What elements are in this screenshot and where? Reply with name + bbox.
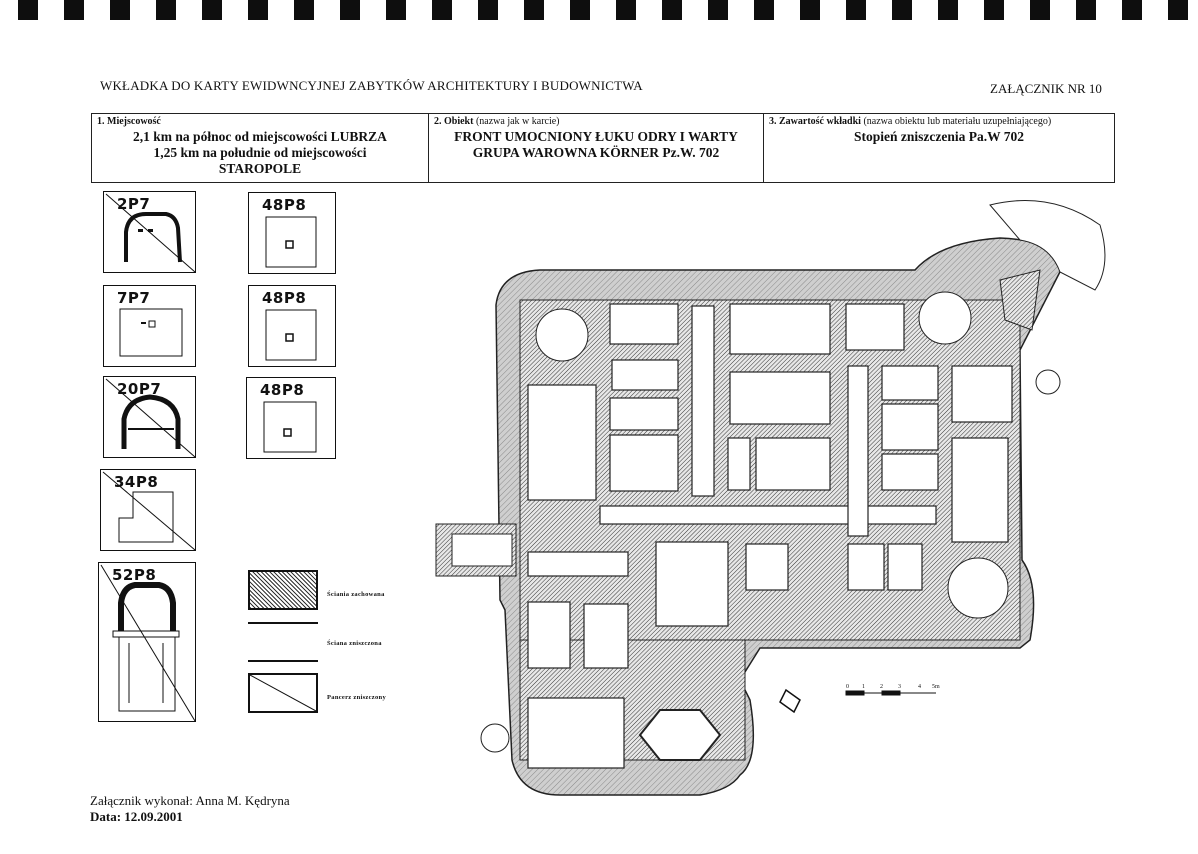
binder-hole (708, 0, 728, 20)
binder-hole (524, 0, 544, 20)
legend-label-armor: Pancerz zniszczony (327, 694, 387, 701)
code-48p8-c: 48P8 (260, 381, 305, 399)
binder-hole (800, 0, 820, 20)
profile-34p8-drawing (102, 471, 196, 551)
binder-hole (156, 0, 176, 20)
code-52p8: 52P8 (112, 566, 157, 584)
binder-hole (202, 0, 222, 20)
binder-hole (432, 0, 452, 20)
profile-48p8-b-drawing (265, 309, 317, 361)
element-box-48p8-a: 48P8 (248, 192, 336, 274)
binder-hole (1122, 0, 1142, 20)
legend-swatch-preserved (248, 570, 318, 610)
binder-hole (64, 0, 84, 20)
code-20p7: 20P7 (117, 380, 162, 398)
profile-48p8-a-drawing (265, 216, 317, 268)
binder-hole (478, 0, 498, 20)
attachment-number: ZAŁĄCZNIK NR 10 (990, 81, 1102, 96)
locality-line-1: 2,1 km na północ od miejscowości LUBRZA (133, 129, 387, 144)
info-table: 1. Miejscowość 2,1 km na północ od miejs… (91, 113, 1115, 183)
profile-7p7-drawing (119, 308, 183, 357)
element-box-2p7: 2P7 (103, 191, 196, 273)
profile-48p8-c-drawing (263, 401, 317, 453)
profile-20p7-drawing (105, 378, 196, 458)
content-line-1: Stopień zniszczenia Pa.W 702 (854, 129, 1024, 144)
binder-hole (754, 0, 774, 20)
document-title: WKŁADKA DO KARTY EWIDWNCYJNEJ ZABYTKÓW A… (100, 78, 643, 93)
binder-strip (0, 0, 1198, 20)
profile-2p7-drawing (105, 193, 196, 273)
object-line-2: GRUPA WAROWNA KÖRNER Pz.W. 702 (472, 145, 720, 160)
binder-hole (616, 0, 636, 20)
legend-label-preserved: Ściania zachowana (327, 591, 385, 598)
element-box-48p8-c: 48P8 (246, 377, 336, 459)
locality-label: 1. Miejscowość (97, 116, 161, 127)
element-box-7p7: 7P7 (103, 285, 196, 367)
binder-hole (294, 0, 314, 20)
element-box-34p8: 34P8 (100, 469, 196, 551)
binder-hole (1168, 0, 1188, 20)
content-label: 3. Zawartość wkładki (nazwa obiektu lub … (769, 116, 1052, 127)
footer: Załącznik wykonał: Anna M. Kędryna Data:… (90, 793, 290, 825)
locality-cell: 1. Miejscowość 2,1 km na północ od miejs… (92, 114, 429, 182)
binder-hole (984, 0, 1004, 20)
binder-hole (18, 0, 38, 20)
binder-hole (662, 0, 682, 20)
binder-hole (1076, 0, 1096, 20)
binder-hole (1030, 0, 1050, 20)
locality-line-3: STAROPOLE (218, 161, 302, 176)
date-line: Data: 12.09.2001 (90, 809, 183, 824)
content-cell: 3. Zawartość wkładki (nazwa obiektu lub … (764, 114, 1114, 182)
binder-hole (248, 0, 268, 20)
object-label: 2. Obiekt (nazwa jak w karcie) (434, 116, 560, 127)
legend-swatch-destroyed (248, 622, 318, 662)
binder-hole (110, 0, 130, 20)
object-line-1: FRONT UMOCNIONY ŁUKU ODRY I WARTY (454, 129, 738, 144)
binder-hole (570, 0, 590, 20)
binder-hole (892, 0, 912, 20)
binder-hole (938, 0, 958, 20)
object-cell: 2. Obiekt (nazwa jak w karcie) FRONT UMO… (429, 114, 764, 182)
legend-swatch-armor (248, 673, 318, 713)
binder-hole (386, 0, 406, 20)
code-7p7: 7P7 (117, 289, 151, 307)
author-line: Załącznik wykonał: Anna M. Kędryna (90, 793, 290, 808)
scale-bar (845, 690, 936, 696)
element-box-20p7: 20P7 (103, 376, 196, 458)
element-box-48p8-b: 48P8 (248, 285, 336, 367)
code-48p8-a: 48P8 (262, 196, 307, 214)
code-48p8-b: 48P8 (262, 289, 307, 307)
legend-label-destroyed: Ściana zniszczona (327, 640, 382, 647)
north-arrow-icon (779, 688, 801, 714)
element-box-52p8: 52P8 (98, 562, 196, 722)
code-2p7: 2P7 (117, 195, 151, 213)
binder-hole (340, 0, 360, 20)
locality-line-2: 1,25 km na południe od miejscowości (153, 145, 367, 160)
code-34p8: 34P8 (114, 473, 159, 491)
binder-hole (846, 0, 866, 20)
profile-52p8-drawing (100, 564, 196, 722)
